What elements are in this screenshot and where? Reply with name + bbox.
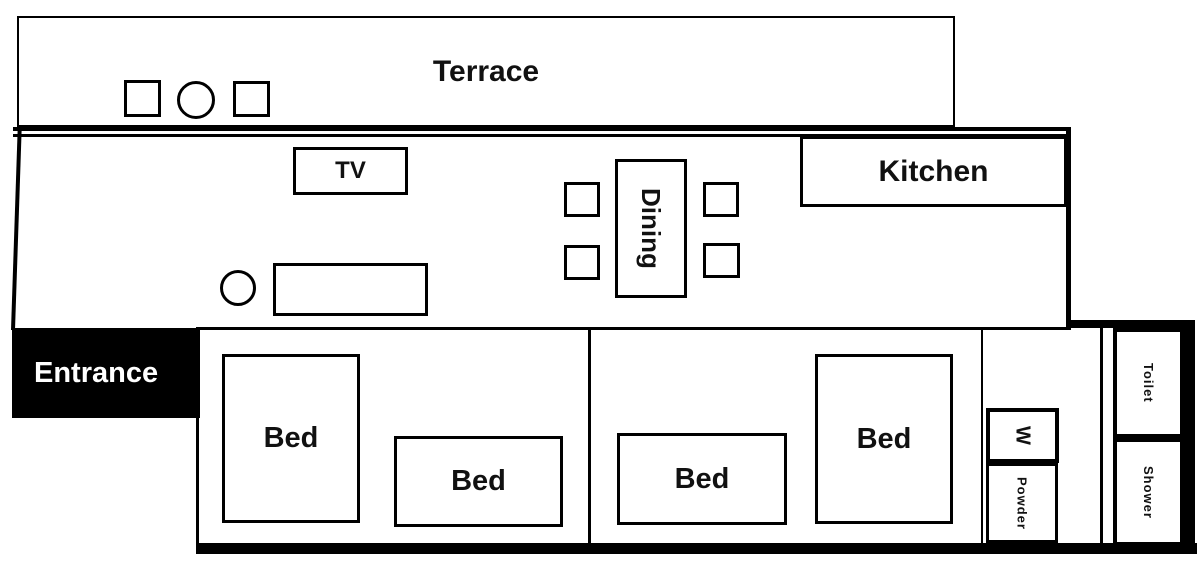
living-left-wall xyxy=(11,128,22,331)
living-top-wall xyxy=(13,127,1071,131)
bed-label: Bed xyxy=(856,422,912,455)
powder-label: Powder xyxy=(1014,476,1030,530)
bed-label: Bed xyxy=(263,422,319,454)
bedrooms-top-wall xyxy=(196,327,1068,330)
washer-box: W xyxy=(986,408,1059,463)
bathroom-divider-wall xyxy=(1100,328,1103,543)
bathroom-top-wall xyxy=(1066,320,1195,328)
tv-label: TV xyxy=(335,157,366,184)
dining-chair-icon xyxy=(564,245,600,280)
entrance-label: Entrance xyxy=(34,356,159,389)
bedroom-divider-wall xyxy=(588,330,591,543)
toilet-label: Toilet xyxy=(1141,363,1156,403)
kitchen-room: Kitchen xyxy=(800,136,1067,207)
dining-label: Dining xyxy=(636,188,666,269)
bed-4: Bed xyxy=(815,354,953,524)
dining-chair-icon xyxy=(703,243,740,278)
dining-chair-icon xyxy=(703,182,739,217)
outer-right-wall xyxy=(1184,320,1195,554)
terrace-room: Terrace xyxy=(17,16,955,127)
terrace-label: Terrace xyxy=(432,54,540,88)
entrance-sign: Entrance xyxy=(12,328,200,418)
terrace-chair-icon xyxy=(124,80,161,117)
utility-divider-wall xyxy=(981,330,983,543)
kitchen-label: Kitchen xyxy=(878,154,989,188)
side-table-icon xyxy=(220,270,256,306)
dining-table: Dining xyxy=(615,159,687,298)
dining-chair-icon xyxy=(564,182,600,217)
toilet-room: Toilet xyxy=(1113,328,1184,438)
tv-unit: TV xyxy=(293,147,408,195)
bed-label: Bed xyxy=(451,465,506,497)
living-top-wall-inner xyxy=(13,134,1071,137)
bed-2: Bed xyxy=(394,436,563,527)
bottom-wall xyxy=(196,543,1197,554)
shower-label: Shower xyxy=(1141,465,1156,519)
bedrooms-left-wall xyxy=(196,327,199,553)
shower-room: Shower xyxy=(1113,438,1184,546)
bed-1: Bed xyxy=(222,354,360,523)
sofa xyxy=(273,263,428,316)
terrace-table-icon xyxy=(177,81,215,119)
bed-3: Bed xyxy=(617,433,787,525)
washer-label: W xyxy=(1011,426,1034,445)
living-right-wall xyxy=(1066,127,1071,330)
terrace-chair-icon xyxy=(233,81,270,117)
powder-room: Powder xyxy=(986,463,1058,543)
bed-label: Bed xyxy=(674,462,730,495)
